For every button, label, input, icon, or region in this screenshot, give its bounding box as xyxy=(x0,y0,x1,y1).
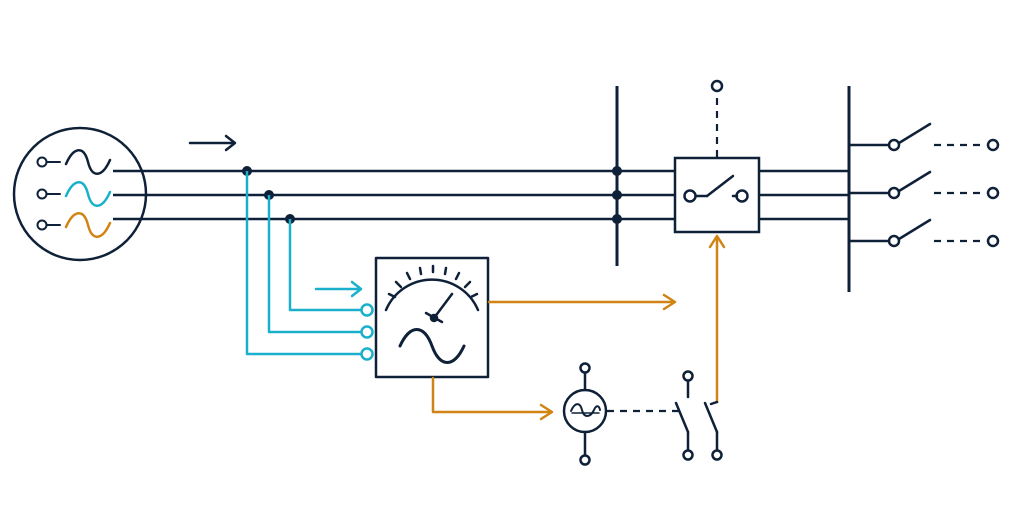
source-terminal-3 xyxy=(36,219,48,231)
signal-lines xyxy=(431,234,726,421)
meter-box xyxy=(374,256,490,379)
right-arrow-icon xyxy=(188,134,237,152)
switch-icon-3 xyxy=(847,218,1000,248)
sine-wave-icon-phase-1 xyxy=(64,149,112,175)
switch-icon-2 xyxy=(847,170,1000,200)
breaker-icon xyxy=(673,156,761,234)
switch-icon-1 xyxy=(847,122,1000,152)
sine-wave-icon-phase-2 xyxy=(64,181,112,207)
measurement-meter xyxy=(374,256,490,379)
contact-icon-1 xyxy=(674,401,690,434)
relay-unit xyxy=(562,362,608,466)
source-terminal-1 xyxy=(36,156,48,168)
contact-icon-2 xyxy=(703,401,719,434)
circuit-breaker xyxy=(673,79,761,234)
main-phase-lines xyxy=(113,169,849,221)
source-terminal-2 xyxy=(36,188,48,200)
control-contacts xyxy=(674,370,723,461)
sine-wave-icon-phase-3 xyxy=(64,212,112,238)
signal-arrow-icon-1 xyxy=(662,293,677,311)
sensing-arrow-icon xyxy=(314,280,363,298)
signal-arrow-icon-2 xyxy=(539,403,554,421)
feeder-switches xyxy=(847,122,1000,248)
signal-arrow-icon-3 xyxy=(708,234,726,249)
meter-sine-wave-icon xyxy=(398,328,466,364)
sensing-taps xyxy=(245,171,374,361)
meter-needle xyxy=(432,292,454,320)
